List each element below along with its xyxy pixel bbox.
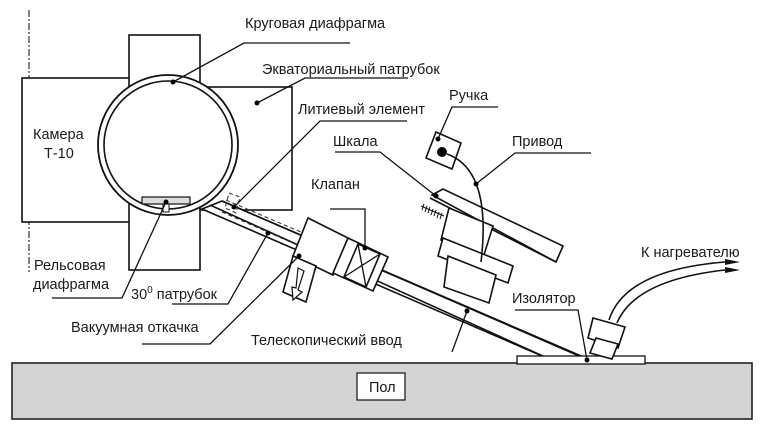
valve-block [331,236,390,293]
label-insulator: Изолятор [512,291,576,307]
label-drive: Привод [512,134,563,150]
label-telescopic-input: Телескопический ввод [251,333,402,349]
label-circular-diaphragm: Круговая диафрагма [245,16,386,32]
label-chamber-line2: Т-10 [44,146,74,162]
label-rail-diaphragm-line1: Рельсовая [34,258,106,274]
insulator [516,355,646,365]
label-chamber-line1: Камера [33,127,85,143]
label-port-30: 300 патрубок [131,285,218,303]
label-equatorial-port: Экваториальный патрубок [262,62,440,78]
label-valve: Клапан [311,177,360,193]
vacuum-pumping-block [282,216,350,304]
handle-assembly [424,130,484,263]
drive-assembly [420,188,565,305]
label-handle: Ручка [449,88,489,104]
heater-connector [587,259,740,360]
label-to-heater: К нагревателю [641,245,740,261]
label-rail-diaphragm-line2: диафрагма [33,277,110,293]
floor-label-box [356,372,406,401]
label-scale: Шкала [333,134,378,150]
leader-lines [52,42,591,363]
label-vacuum-pumping: Вакуумная откачка [71,320,200,336]
circular-diaphragm-inner [103,80,233,210]
label-floor: Пол [369,380,396,396]
floor [11,362,753,420]
label-lithium-element: Литиевый элемент [298,102,425,118]
